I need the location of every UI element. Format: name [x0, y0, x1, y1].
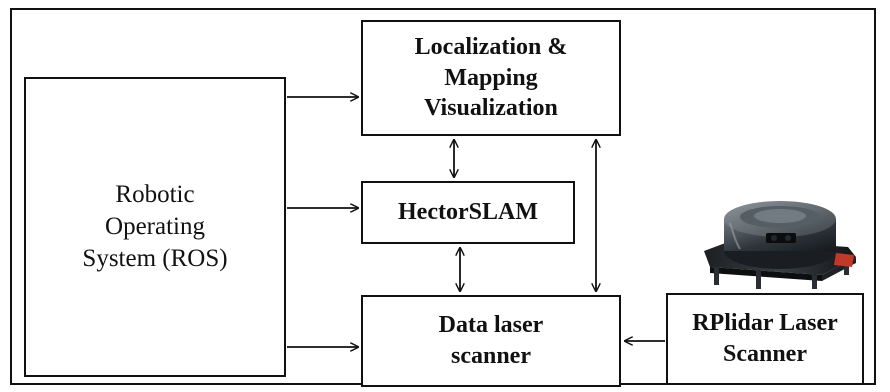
- node-data-laser-scanner: Data laser scanner: [361, 295, 621, 387]
- node-data-laser-label: Data laser scanner: [438, 312, 544, 369]
- node-rplidar-label: RPlidar Laser Scanner: [692, 310, 838, 367]
- node-rplidar-laser-scanner: RPlidar Laser Scanner: [666, 293, 864, 385]
- node-hectorslam: HectorSLAM: [361, 181, 575, 244]
- lidar-sensor-icon: [704, 201, 856, 289]
- node-hectorslam-label: HectorSLAM: [398, 199, 538, 226]
- node-ros: Robotic Operating System (ROS): [24, 77, 286, 377]
- node-localization-mapping-visualization: Localization & Mapping Visualization: [361, 20, 621, 136]
- node-localization-label: Localization & Mapping Visualization: [414, 33, 568, 122]
- node-ros-label: Robotic Operating System (ROS): [82, 181, 228, 272]
